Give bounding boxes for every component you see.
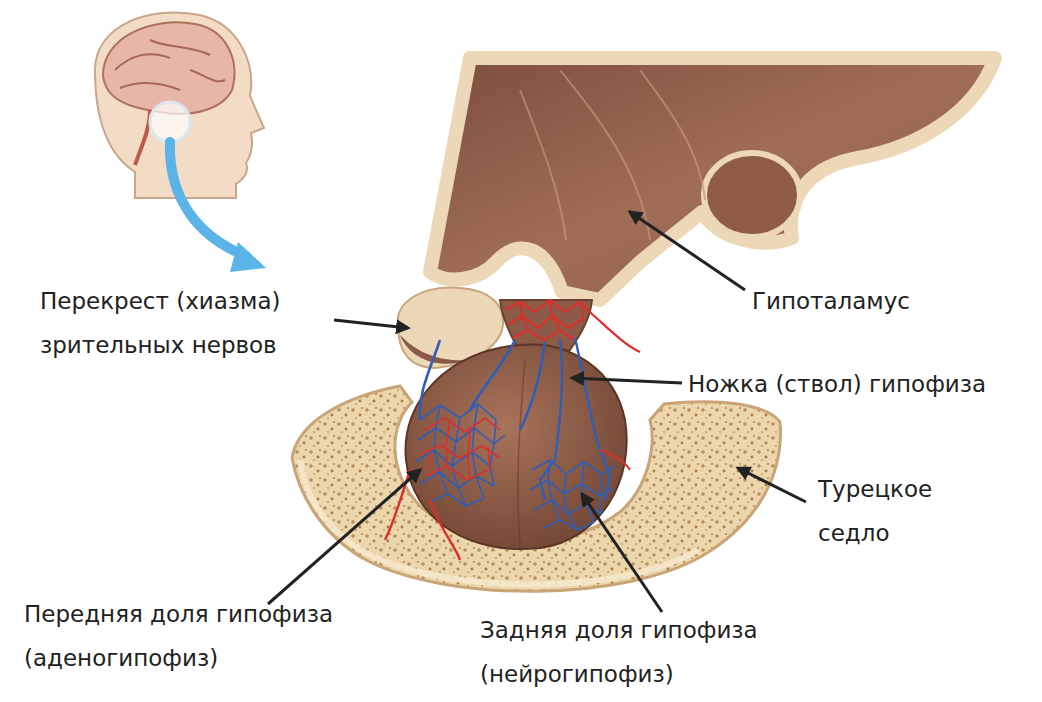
hypothalamus-tissue	[430, 58, 995, 300]
leader-line	[334, 320, 408, 328]
leader-line	[630, 212, 745, 290]
leader-line	[268, 470, 420, 604]
leader-line	[572, 378, 682, 383]
part-label: Перекрест (хиазма) зрительных нервов	[40, 279, 315, 367]
part-label: Передняя доля гипофиза (аденогипофиз)	[24, 592, 384, 680]
part-label: Ножка (ствол) гипофиза	[688, 362, 1038, 406]
leader-line	[582, 494, 662, 612]
part-label: Задняя доля гипофиза (нейрогипофиз)	[480, 608, 810, 696]
part-label: Турецкое седло	[818, 467, 978, 555]
head-icon	[95, 12, 266, 272]
part-label: Гипоталамус	[752, 279, 1012, 323]
leader-line	[738, 468, 806, 502]
leader-arrows	[268, 212, 806, 612]
